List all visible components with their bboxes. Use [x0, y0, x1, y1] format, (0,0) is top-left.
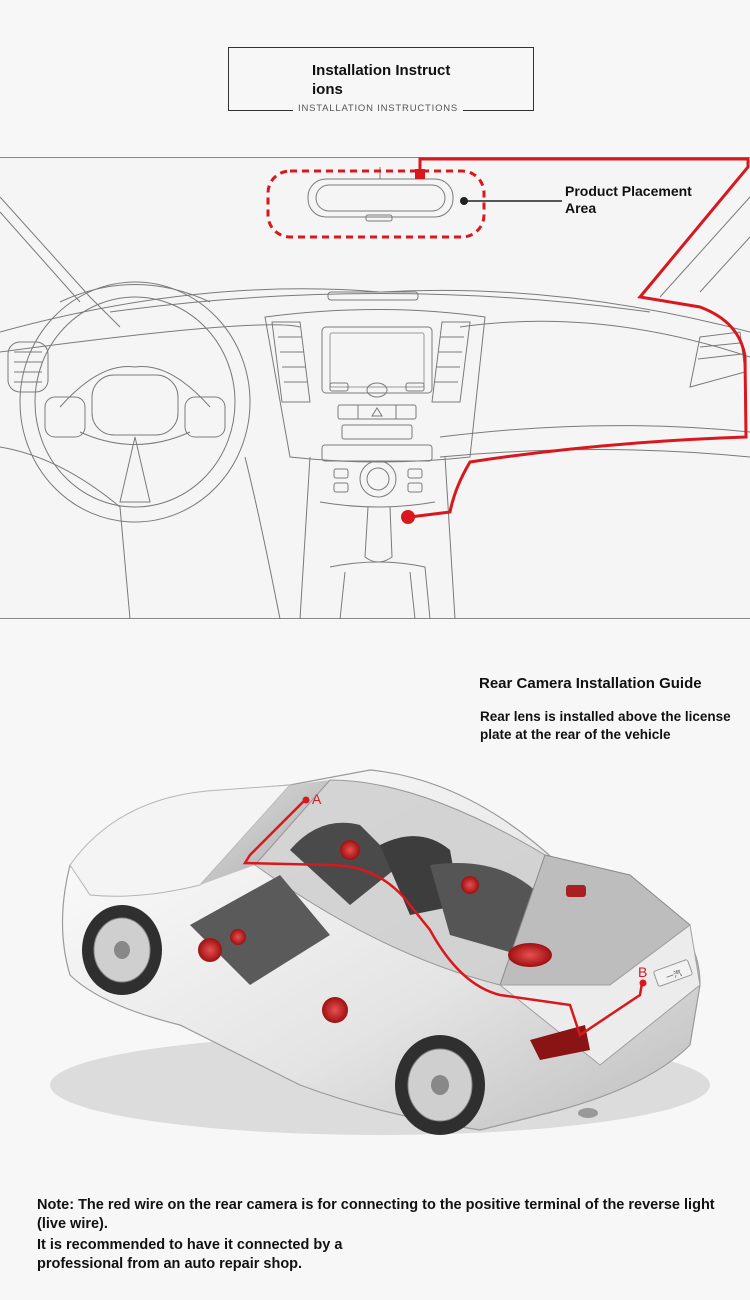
rear-guide-title: Rear Camera Installation Guide — [479, 675, 702, 692]
dashboard-drawing — [0, 157, 750, 619]
placement-area-box — [266, 169, 486, 239]
installation-note: Note: The red wire on the rear camera is… — [37, 1196, 727, 1274]
note-recommendation: It is recommended to have it connected b… — [37, 1237, 343, 1272]
power-wire — [409, 157, 750, 519]
marker-b-label: B — [638, 964, 647, 980]
dashboard-illustration — [0, 157, 750, 619]
marker-a-dot — [302, 796, 310, 804]
placement-label: Product Placement Area — [565, 183, 692, 216]
page-subtitle: INSTALLATION INSTRUCTIONS — [293, 103, 464, 114]
power-socket-marker — [401, 510, 415, 524]
rear-camera-wire — [242, 799, 644, 1037]
rear-guide-description: Rear lens is installed above the license… — [480, 709, 731, 742]
marker-b-dot — [639, 979, 647, 987]
note-wire: Note: The red wire on the rear camera is… — [37, 1197, 715, 1232]
header-title-box: Installation Instruct ions INSTALLATION … — [228, 47, 534, 114]
marker-a-label: A — [312, 791, 322, 807]
page-title: Installation Instruct ions — [312, 62, 451, 98]
car-drawing: 一汽 A B — [50, 769, 710, 1135]
car-illustration: 一汽 A B — [0, 755, 750, 1175]
